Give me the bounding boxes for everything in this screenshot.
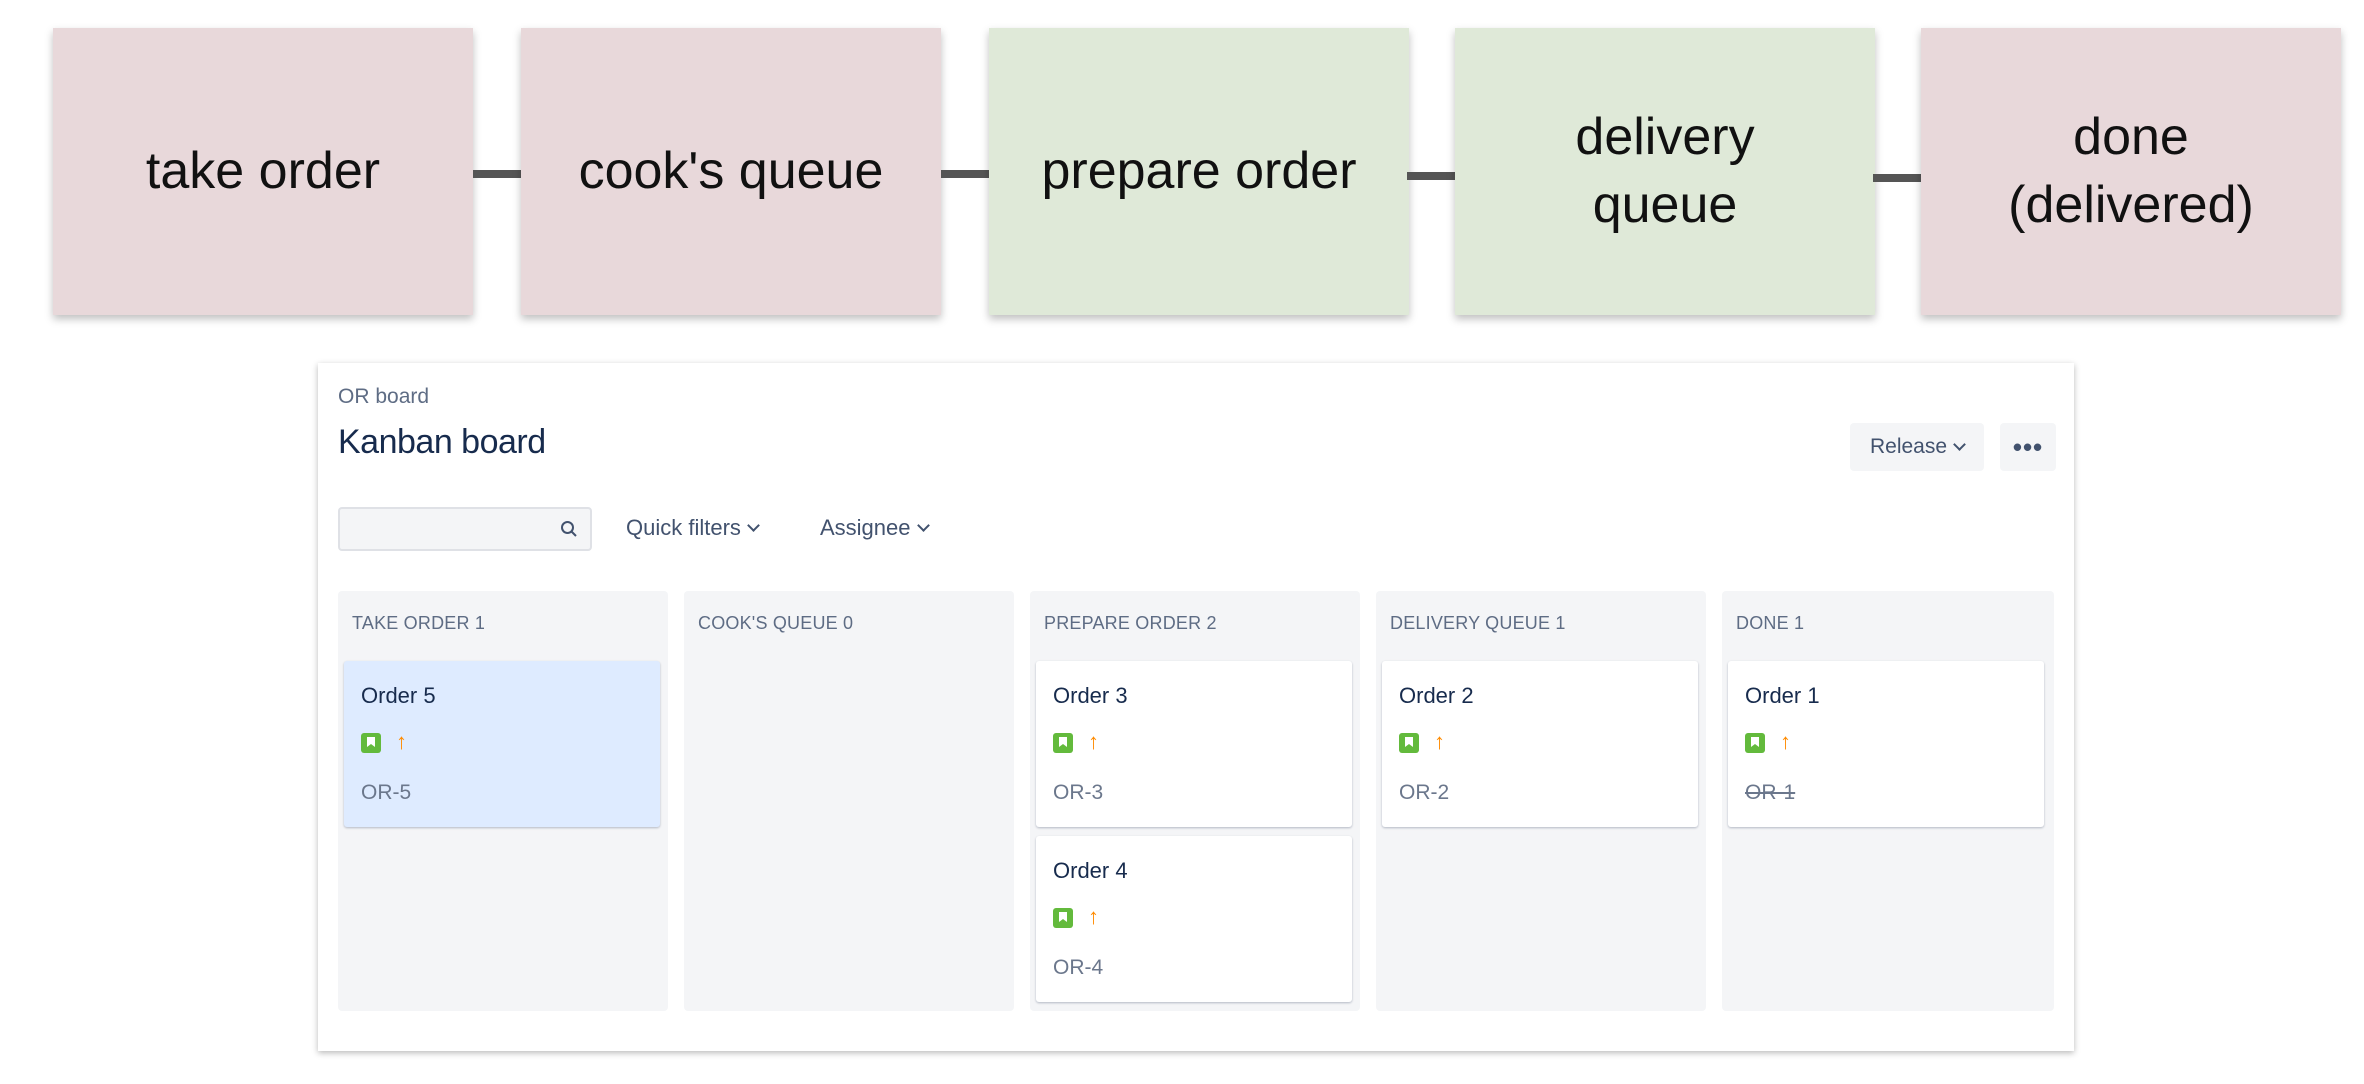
story-icon [1745,733,1765,753]
kanban-board: OR board Kanban board Release ••• Quick … [318,363,2074,1051]
priority-high-icon: ↑ [1088,729,1099,754]
release-button[interactable]: Release [1850,423,1984,471]
flow-step-label: delivery queue [1575,107,1755,234]
flow-step-take-order: take order [53,28,473,315]
card-title: Order 3 [1053,683,1128,708]
priority-high-icon: ↑ [1434,729,1445,754]
chevron-down-icon [916,518,930,532]
flow-step-prepare-order: prepare order [989,28,1409,315]
search-icon [561,521,577,537]
story-icon [1399,733,1419,753]
flow-connector [1407,172,1455,180]
card-key[interactable]: OR-2 [1399,781,1450,804]
column-take-order: TAKE ORDER 1 Order 5 ↑ OR-5 [338,591,668,1011]
more-icon: ••• [2012,431,2044,462]
story-icon [1053,733,1073,753]
card-key[interactable]: OR-1 [1745,781,1796,804]
card-key[interactable]: OR-4 [1053,956,1104,979]
flow-connector [941,170,989,178]
issue-card[interactable]: Order 3 ↑ OR-3 [1036,661,1352,827]
card-key[interactable]: OR-3 [1053,781,1104,804]
priority-high-icon: ↑ [1780,729,1791,754]
column-prepare-order: PREPARE ORDER 2 Order 3 ↑ OR-3 Order 4 ↑… [1030,591,1360,1011]
column-done: DONE 1 Order 1 ↑ OR-1 [1722,591,2054,1011]
quick-filters-label: Quick filters [626,515,741,540]
card-title: Order 2 [1399,683,1474,708]
chevron-down-icon [1953,437,1966,451]
breadcrumb[interactable]: OR board [338,385,430,408]
issue-card[interactable]: Order 4 ↑ OR-4 [1036,836,1352,1002]
flow-step-delivery-queue: delivery queue [1455,28,1875,315]
column-header: TAKE ORDER 1 [352,613,486,633]
flow-step-label: cook's queue [578,141,884,200]
column-header: COOK'S QUEUE 0 [698,613,854,633]
quick-filters-dropdown[interactable]: Quick filters [626,515,760,541]
page-title: Kanban board [338,423,546,461]
flow-step-cooks-queue: cook's queue [521,28,941,315]
assignee-label: Assignee [820,515,911,540]
card-title: Order 4 [1053,858,1128,883]
more-button[interactable]: ••• [2000,423,2056,471]
card-title: Order 5 [361,683,436,708]
issue-card[interactable]: Order 5 ↑ OR-5 [344,661,660,827]
column-header: DONE 1 [1736,613,1805,633]
column-header: PREPARE ORDER 2 [1044,613,1217,633]
flow-step-label: done (delivered) [2008,107,2254,234]
flow-connector [1873,174,1921,182]
column-header: DELIVERY QUEUE 1 [1390,613,1566,633]
chevron-down-icon [747,518,760,532]
flow-step-label: prepare order [1041,141,1357,200]
release-button-label: Release [1869,435,1948,458]
column-delivery-queue: DELIVERY QUEUE 1 Order 2 ↑ OR-2 [1376,591,1706,1011]
story-icon [361,733,381,753]
priority-high-icon: ↑ [1088,904,1099,929]
issue-card[interactable]: Order 1 ↑ OR-1 [1728,661,2044,827]
column-cooks-queue: COOK'S QUEUE 0 [684,591,1014,1011]
card-key[interactable]: OR-5 [361,781,412,804]
issue-card[interactable]: Order 2 ↑ OR-2 [1382,661,1698,827]
assignee-dropdown[interactable]: Assignee [820,515,930,541]
card-title: Order 1 [1745,683,1820,708]
story-icon [1053,908,1073,928]
priority-high-icon: ↑ [396,729,407,754]
flow-step-label: take order [145,141,381,200]
search-input[interactable] [338,507,592,551]
flow-step-done: done (delivered) [1921,28,2341,315]
flow-connector [473,170,521,178]
